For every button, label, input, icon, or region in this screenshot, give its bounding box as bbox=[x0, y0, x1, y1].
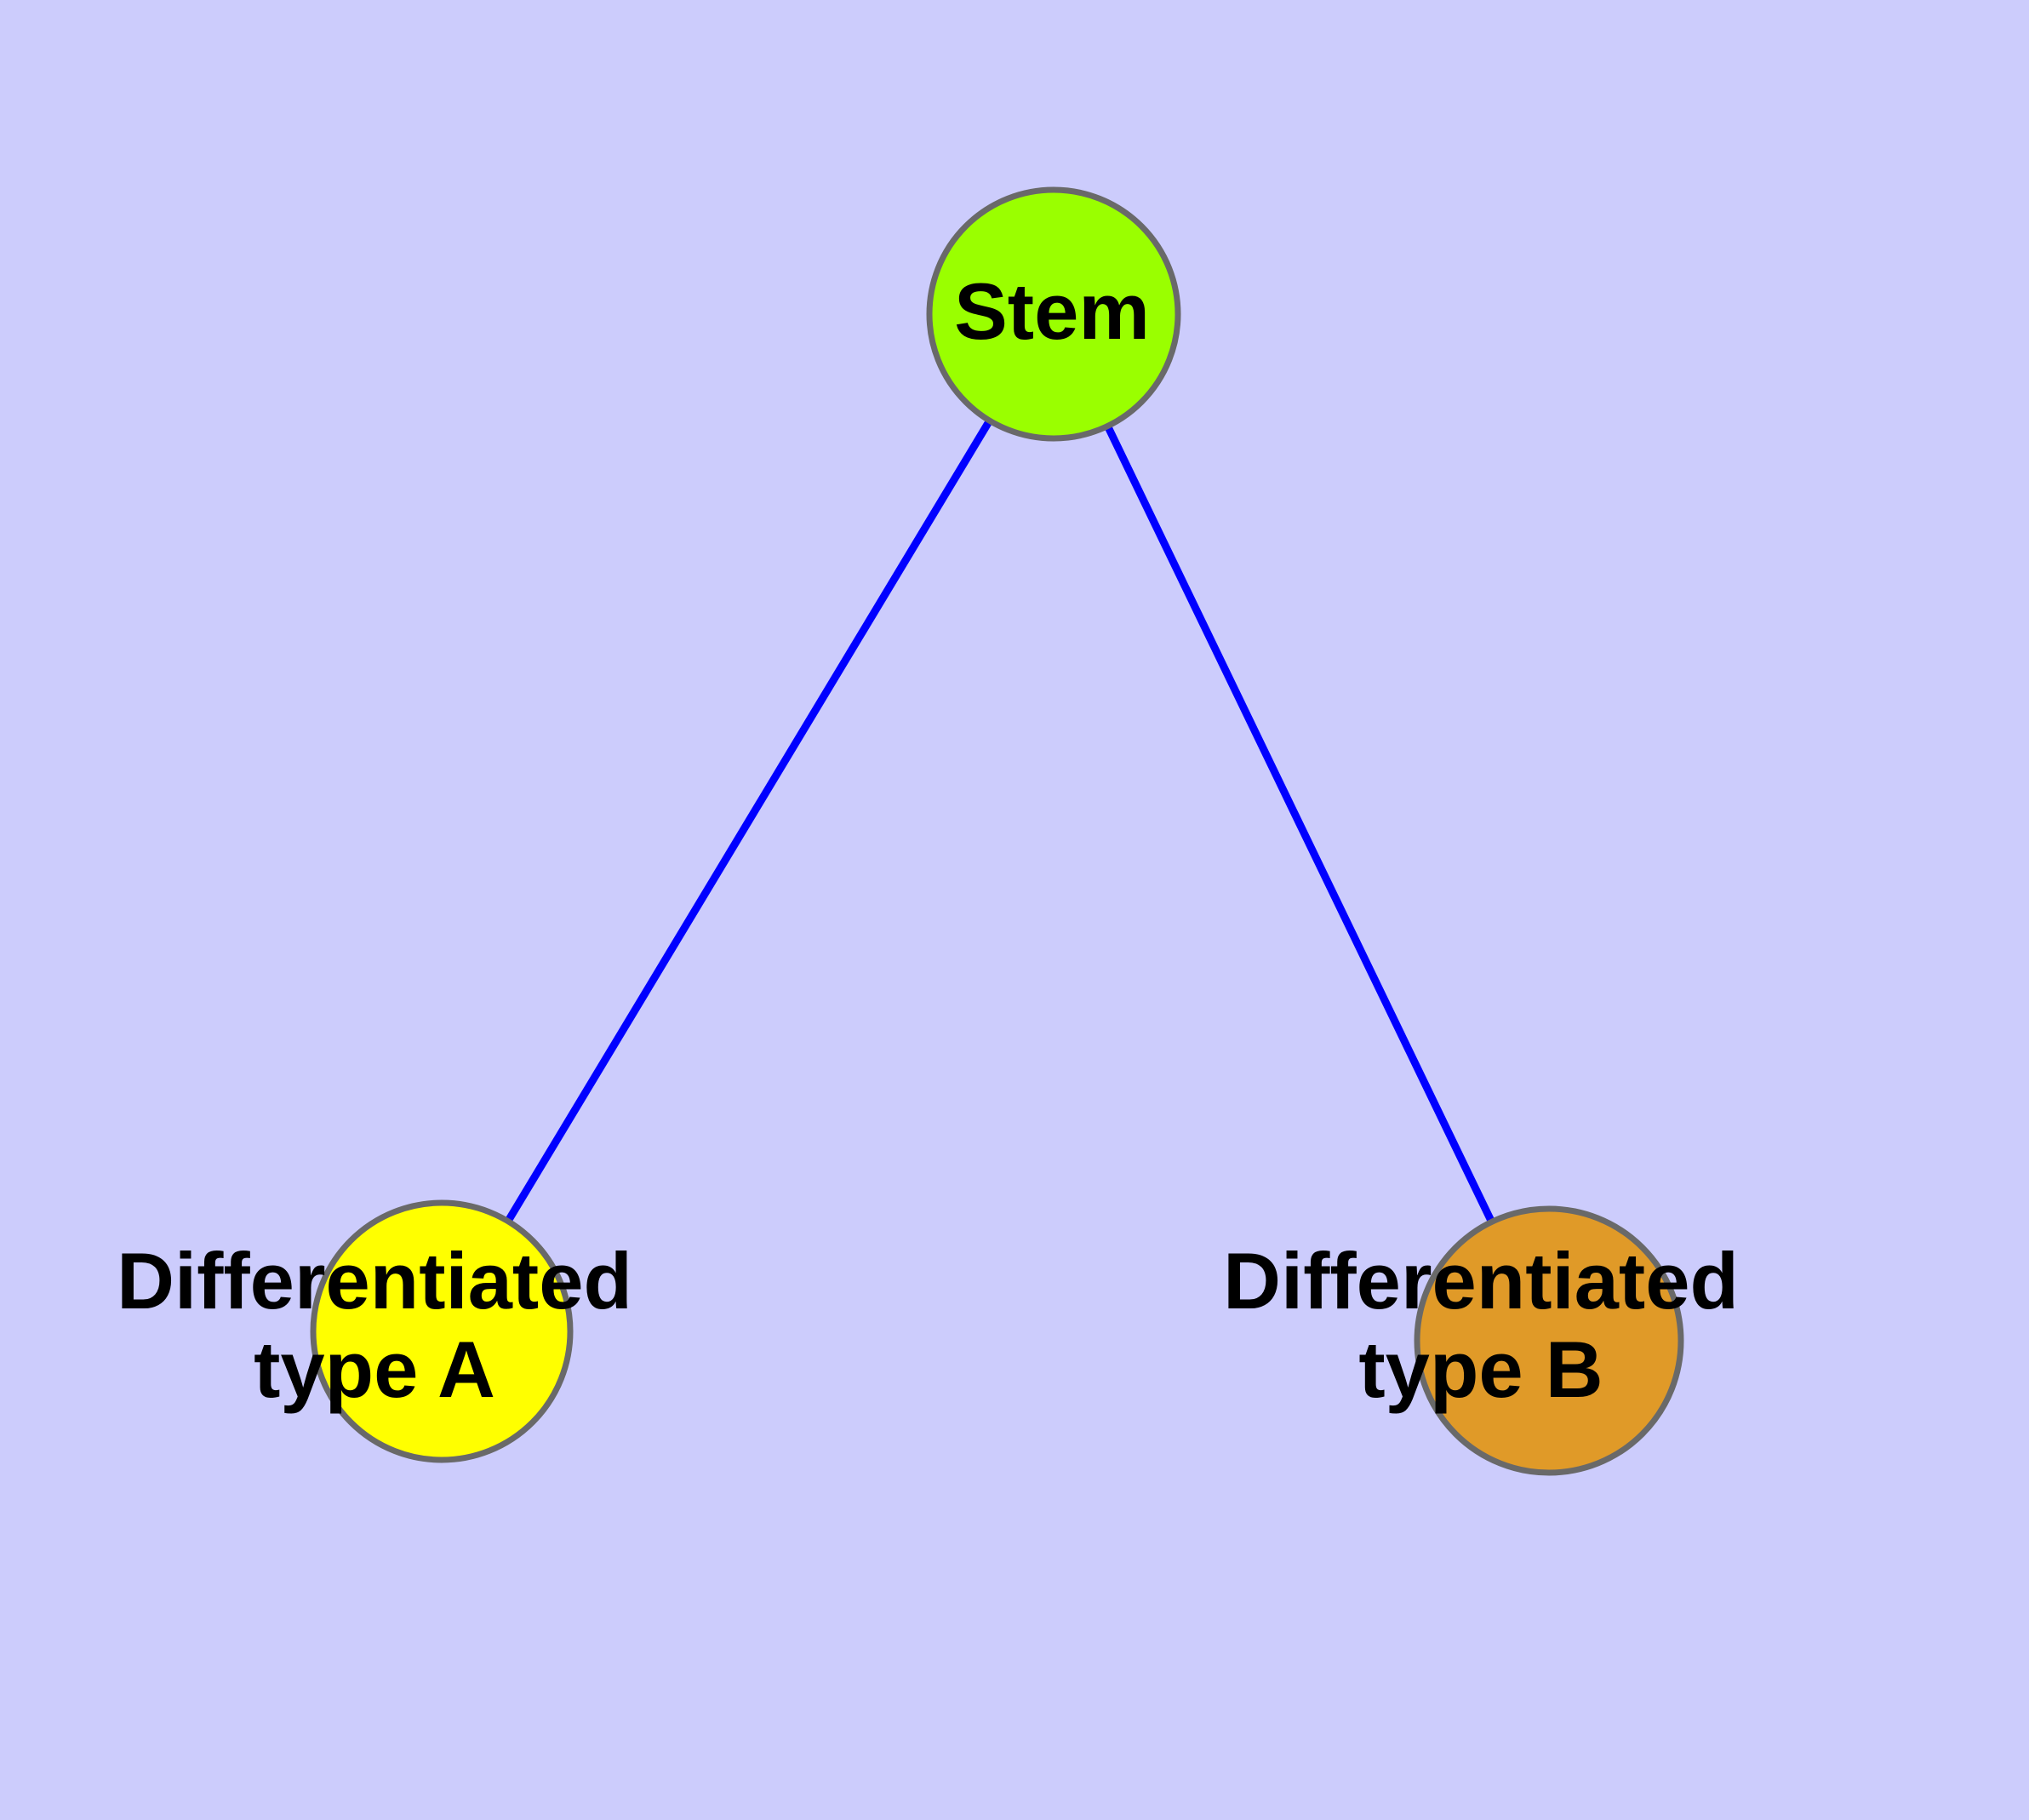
node-differentiated-a-label-line1: Differentiated bbox=[117, 1236, 632, 1325]
node-differentiated-b[interactable] bbox=[1414, 1205, 1684, 1476]
node-differentiated-a-circle[interactable] bbox=[310, 1199, 574, 1463]
node-differentiated-b-label-line2: type B bbox=[1358, 1325, 1603, 1414]
node-differentiated-b-circle[interactable] bbox=[1414, 1205, 1684, 1476]
edge-stem-to-differentiated-b[interactable] bbox=[1049, 312, 1553, 1342]
edges-layer bbox=[438, 312, 1553, 1342]
node-stem-circle[interactable] bbox=[926, 186, 1181, 442]
labels-layer: Stem Differentiated type A Differentiate… bbox=[117, 266, 1739, 1414]
nodes-layer bbox=[310, 186, 1684, 1476]
edge-stem-to-differentiated-a[interactable] bbox=[438, 312, 1057, 1334]
node-differentiated-a[interactable] bbox=[310, 1199, 574, 1463]
node-differentiated-b-label-line1: Differentiated bbox=[1223, 1236, 1739, 1325]
node-differentiated-a-label-line2: type A bbox=[254, 1325, 495, 1414]
node-stem-label: Stem bbox=[954, 266, 1150, 356]
node-stem[interactable] bbox=[926, 186, 1181, 442]
